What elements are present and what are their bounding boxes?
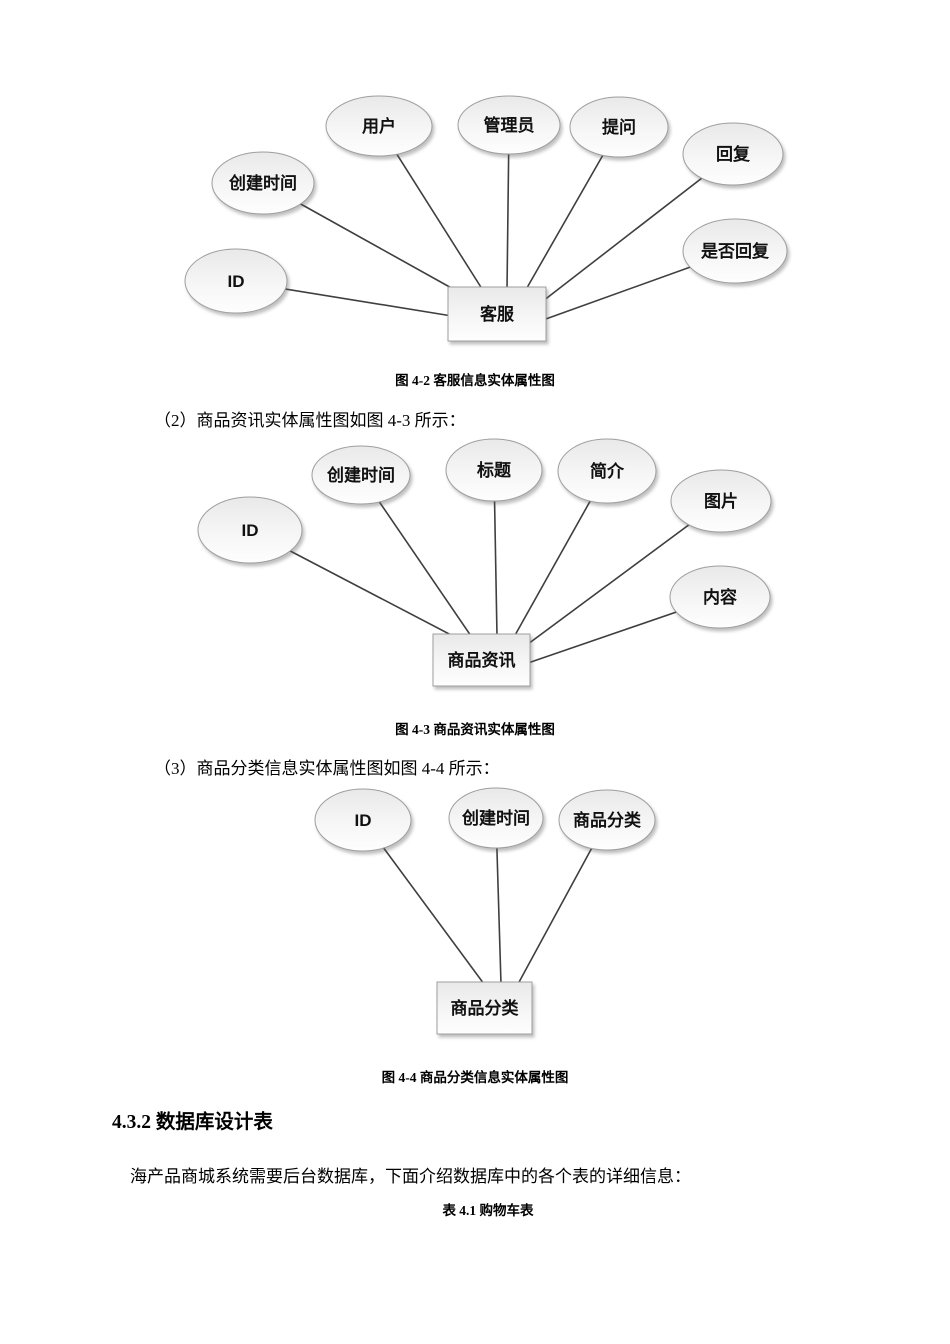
attribute-label: ID [355,811,372,830]
attribute-ellipse [670,469,772,533]
attribute-ellipse [445,438,543,502]
figure-caption-4-2: 图 4-2 客服信息实体属性图 [395,373,555,388]
attribute-label: 图片 [704,491,738,511]
attribute-ellipse [457,95,561,155]
figure-caption-4-3: 图 4-3 商品资讯实体属性图 [395,722,555,737]
attribute-ellipse [682,122,784,186]
attribute-label: 创建时间 [326,465,395,485]
attribute-label: 商品分类 [573,810,642,830]
attribute-label: 简介 [590,461,625,481]
entity-label: 客服 [479,304,515,324]
attribute-ellipse [197,496,303,564]
attribute-label: 用户 [362,116,396,136]
attribute-label: 回复 [716,144,751,164]
attribute-ellipse [448,787,544,849]
attribute-label: 提问 [602,117,636,137]
attribute-ellipse [314,788,412,852]
entity-label: 商品分类 [451,998,520,1018]
attribute-ellipse [558,789,656,851]
attribute-label: 内容 [703,587,737,607]
attribute-ellipse [682,218,788,284]
entity-box [447,286,547,342]
figure-caption-4-4: 图 4-4 商品分类信息实体属性图 [381,1070,569,1085]
attribute-ellipse [211,151,315,215]
attribute-ellipse [669,565,771,629]
attribute-label: 创建时间 [228,173,297,193]
attribute-label: 创建时间 [461,808,530,828]
entity-box [436,981,533,1035]
attribute-ellipse [184,248,288,314]
table-caption-4-1: 表 4.1 购物车表 [442,1203,534,1218]
entity-label: 商品资讯 [448,650,516,670]
attribute-label: 标题 [477,460,512,480]
attribute-ellipse [325,95,433,157]
list-item-3: （3）商品分类信息实体属性图如图 4-4 所示： [154,759,500,778]
entity-box [432,633,531,687]
attribute-label: 是否回复 [701,241,770,261]
attribute-label: ID [228,272,245,291]
attribute-label: 管理员 [484,115,535,135]
attribute-ellipse [557,438,657,504]
attribute-ellipse [311,445,411,505]
attribute-ellipse [569,96,669,158]
attribute-label: ID [242,521,259,540]
section-heading: 4.3.2 数据库设计表 [112,1112,273,1133]
list-item-2: （2）商品资讯实体属性图如图 4-3 所示： [154,411,466,430]
body-paragraph: 海产品商城系统需要后台数据库，下面介绍数据库中的各个表的详细信息： [130,1167,691,1186]
